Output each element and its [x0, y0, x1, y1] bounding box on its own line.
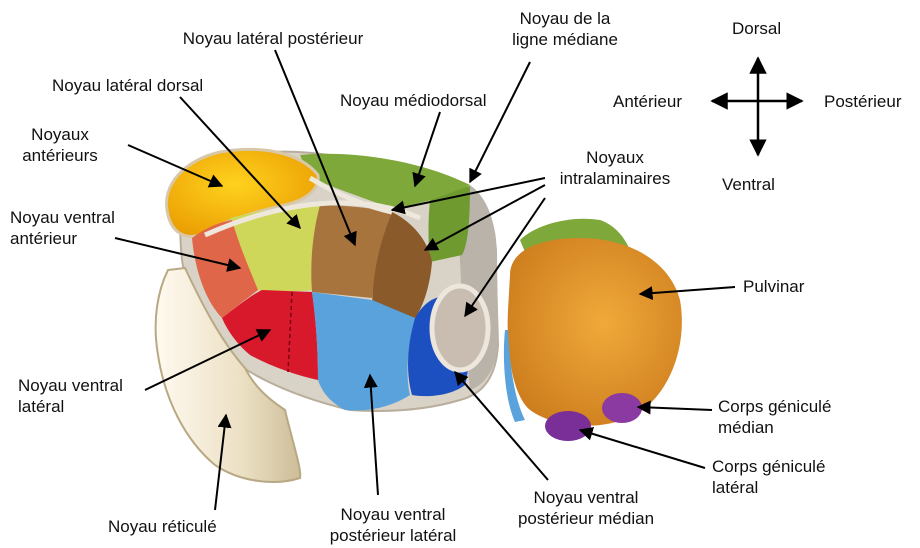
compass-dorsal: Dorsal	[732, 18, 781, 39]
label-corps-genicule-median: Corps géniculé médian	[718, 396, 831, 438]
compass-posterieur: Postérieur	[824, 91, 901, 112]
compass-ventral: Ventral	[722, 174, 775, 195]
label-noyau-lateral-posterieur: Noyau latéral postérieur	[158, 28, 388, 49]
orientation-compass	[712, 58, 802, 155]
label-noyau-ventral-posterieur-lateral: Noyau ventral postérieur latéral	[318, 504, 468, 546]
medial-geniculate-shape	[602, 393, 642, 423]
label-noyaux-intralaminaires: Noyaux intralaminaires	[540, 147, 690, 189]
label-noyau-mediodorsal: Noyau médiodorsal	[340, 90, 486, 111]
compass-anterieur: Antérieur	[613, 91, 682, 112]
label-noyaux-anterieurs: Noyaux antérieurs	[10, 124, 110, 166]
label-noyau-ventral-anterieur: Noyau ventral antérieur	[10, 207, 115, 249]
label-corps-genicule-lateral: Corps géniculé latéral	[712, 456, 825, 498]
lateral-geniculate-shape	[545, 411, 591, 441]
label-noyau-reticule: Noyau réticulé	[108, 516, 217, 537]
label-noyau-ventral-lateral: Noyau ventral latéral	[18, 375, 123, 417]
label-pulvinar: Pulvinar	[743, 276, 804, 297]
pulvinar-shape	[508, 238, 682, 426]
label-noyau-ligne-mediane: Noyau de la ligne médiane	[490, 8, 640, 50]
label-noyau-ventral-posterieur-median: Noyau ventral postérieur médian	[498, 487, 674, 529]
label-noyau-lateral-dorsal: Noyau latéral dorsal	[52, 75, 203, 96]
centromedian-oval	[432, 286, 488, 370]
